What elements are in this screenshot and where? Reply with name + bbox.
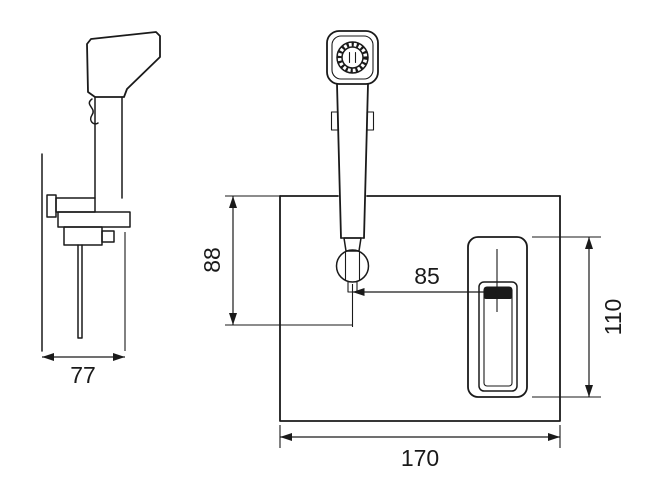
dim-110: 110 [532,236,626,398]
nozzle-head-outer [326,30,379,85]
coupling-nut [335,249,370,283]
nozzle-head-inner [331,35,374,80]
dim-85-label: 85 [414,263,440,289]
sprayer-head-profile [86,31,161,98]
dim-110-label: 110 [600,299,626,336]
dim-88-label: 88 [199,247,225,273]
dim-77: 77 [42,232,126,388]
nozzle-center-detail [348,51,357,64]
coupling-nut-flats [344,251,361,281]
dim-88: 88 [199,195,353,326]
panel-outline [279,195,561,422]
side-view [41,31,161,352]
hose-tube [77,244,83,339]
mount-arm [55,197,96,213]
valve-block [63,226,103,246]
handle-tab-left [330,111,339,131]
handle-front-left-edge [336,83,342,239]
dim-85: 85 [352,263,497,296]
mounting-panel [279,195,561,422]
front-view-sprayer [326,30,379,327]
connector-taper [343,237,362,252]
nozzle-face-outer-ring [336,41,369,74]
nozzle-face-knurling [337,42,368,73]
lever-handle [484,287,512,299]
trigger-clip [88,98,99,125]
handle-tab-right [366,111,375,131]
wall-flange [46,194,57,218]
lever-slot-inner [483,286,513,387]
handle-front-right-edge [363,83,369,239]
dim-77-label: 77 [70,362,96,388]
nozzle-face-inner-ring [341,46,364,69]
bracket-bar [57,211,131,228]
dim-170-label: 170 [401,445,439,471]
lever-slot-outer [478,281,518,392]
control-plate [467,236,528,398]
dim-170: 170 [279,425,561,471]
valve-nub [101,230,115,243]
